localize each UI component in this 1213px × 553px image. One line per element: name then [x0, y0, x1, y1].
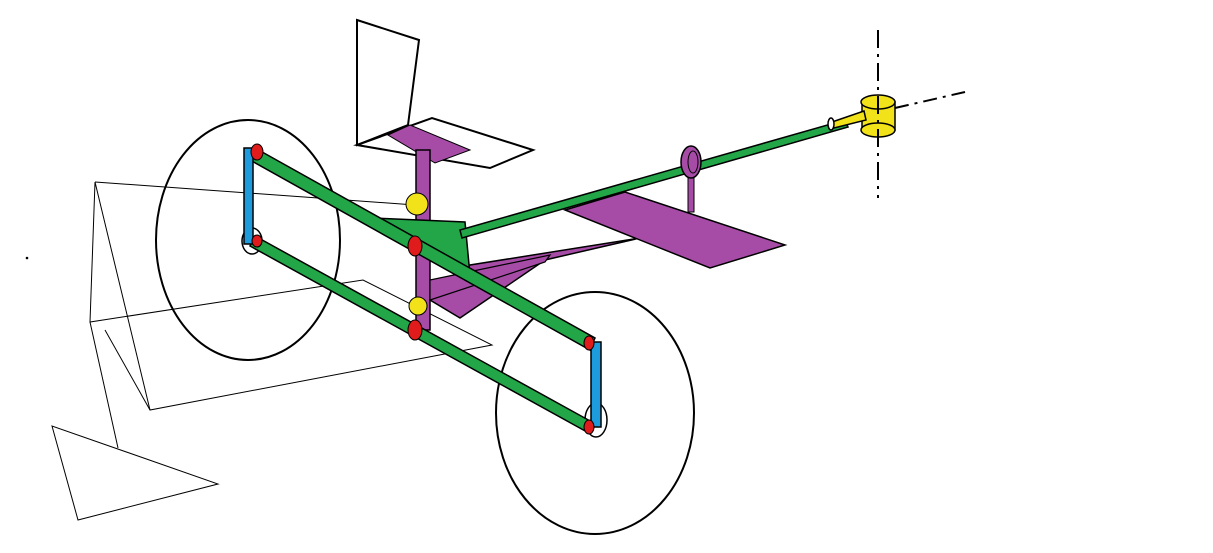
rear-upright: [590, 341, 602, 428]
front-wheel: [155, 119, 341, 361]
wire-dot: [25, 256, 29, 260]
rod-collar-inner: [687, 150, 699, 174]
wire-triangle-upper-edge: [94, 181, 416, 206]
wire-vertical-strut: [89, 321, 119, 449]
rear-wheel: [495, 291, 695, 535]
joint-rear-top: [583, 335, 595, 351]
joint-mid-top: [407, 235, 423, 257]
pivot-upper: [405, 192, 429, 216]
wire-strut-2: [104, 329, 151, 411]
seat-back: [356, 18, 421, 147]
rear-fork-plate: [562, 191, 788, 269]
main-boom-lower: [429, 254, 552, 301]
joint-front-bottom: [251, 234, 263, 248]
joint-front-top: [250, 143, 264, 161]
front-upright: [243, 147, 254, 245]
wire-triangle-small: [51, 425, 220, 521]
joint-mid-bottom: [407, 319, 423, 341]
axis-horizontal: [894, 91, 966, 109]
pivot-lower: [408, 296, 428, 316]
joint-rear-bottom: [583, 419, 595, 435]
joints: [250, 143, 595, 435]
bearing-cylinder: [827, 94, 896, 138]
steering-rod: [459, 119, 850, 239]
